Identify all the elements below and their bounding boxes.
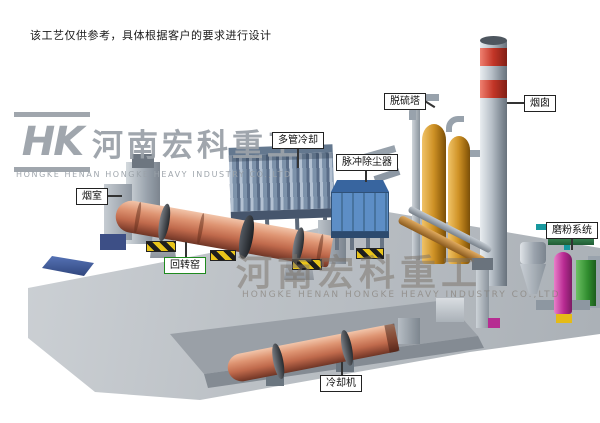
leader-dust-collector	[365, 170, 367, 182]
dust-collector-leg	[366, 238, 370, 250]
desulfur-pipe-vertical	[412, 108, 420, 260]
dust-collector-leg	[335, 238, 339, 250]
watermark-center-en: HONGKE HENAN HONGKE HEAVY INDUSTRY CO.,L…	[242, 290, 561, 300]
hazard-block	[356, 248, 384, 259]
dust-collector-leg	[380, 238, 384, 250]
hazard-block	[146, 241, 176, 252]
smoke-chamber-base	[100, 234, 126, 250]
watermark-center-cn: 河南宏科重工	[236, 253, 483, 294]
kiln-seam	[195, 212, 206, 246]
bucket-elevator	[476, 264, 489, 328]
elevator-head	[472, 258, 493, 270]
smoke-chamber-duct	[132, 154, 154, 168]
dust-collector-base	[331, 232, 389, 238]
watermark-company-cn: 河南宏科重工	[92, 128, 302, 164]
discharge-hood	[398, 318, 420, 344]
label-desulfurization-tower: 脱硫塔	[384, 93, 426, 110]
label-chimney: 烟囱	[524, 95, 556, 112]
label-pulse-dust-collector: 脉冲除尘器	[336, 154, 398, 171]
leader-chimney	[507, 102, 524, 104]
drive-cabinet	[436, 298, 464, 322]
desulfur-elbow	[446, 116, 464, 132]
blue-pad	[42, 256, 94, 276]
dust-collector	[330, 168, 401, 254]
label-cooling-machine: 冷却机	[320, 375, 362, 392]
chimney-band-upper	[480, 48, 507, 66]
magenta-mill	[554, 252, 572, 314]
disclaimer-text: 该工艺仅供参考，具体根据客户的要求进行设计	[30, 29, 272, 42]
green-cabinet	[576, 260, 596, 306]
chimney-band-lower	[480, 80, 507, 98]
logo-top-bar	[14, 112, 90, 117]
chimney-cap	[480, 36, 507, 45]
watermark-company-en: HONGKE HENAN HONGKE HEAVY INDUSTRY CO.,L…	[16, 170, 292, 179]
hazard-block	[292, 259, 322, 270]
kiln-seam	[132, 201, 143, 234]
label-grinding-system: 磨粉系统	[546, 222, 598, 239]
cooling-machine-ring	[269, 342, 287, 380]
dust-collector-hopper	[331, 180, 389, 192]
logo-bottom-bar	[14, 167, 90, 172]
logo-hk-initials: HK	[21, 119, 84, 165]
leader-rotary-kiln	[185, 242, 187, 257]
dust-collector-leg	[350, 238, 354, 250]
cooling-machine-ring	[338, 329, 356, 367]
leader-grinding-system	[571, 238, 573, 250]
desulfur-chimney-duct	[468, 150, 482, 157]
hazard-block	[210, 250, 236, 261]
leader-cooling-machine	[341, 362, 343, 375]
elevator-motor	[488, 318, 500, 328]
leader-smoke-chamber	[106, 195, 122, 197]
dust-collector-body	[331, 192, 389, 232]
label-smoke-chamber: 烟室	[76, 188, 108, 205]
label-rotary-kiln: 回转窑	[164, 257, 206, 274]
yellow-motor	[556, 314, 572, 323]
label-multi-tube-cooler: 多管冷却	[272, 132, 324, 149]
kiln-tyre	[156, 202, 173, 243]
watermark-logo-mark: HK	[14, 112, 90, 174]
leader-multi-tube-cooler	[297, 148, 299, 168]
